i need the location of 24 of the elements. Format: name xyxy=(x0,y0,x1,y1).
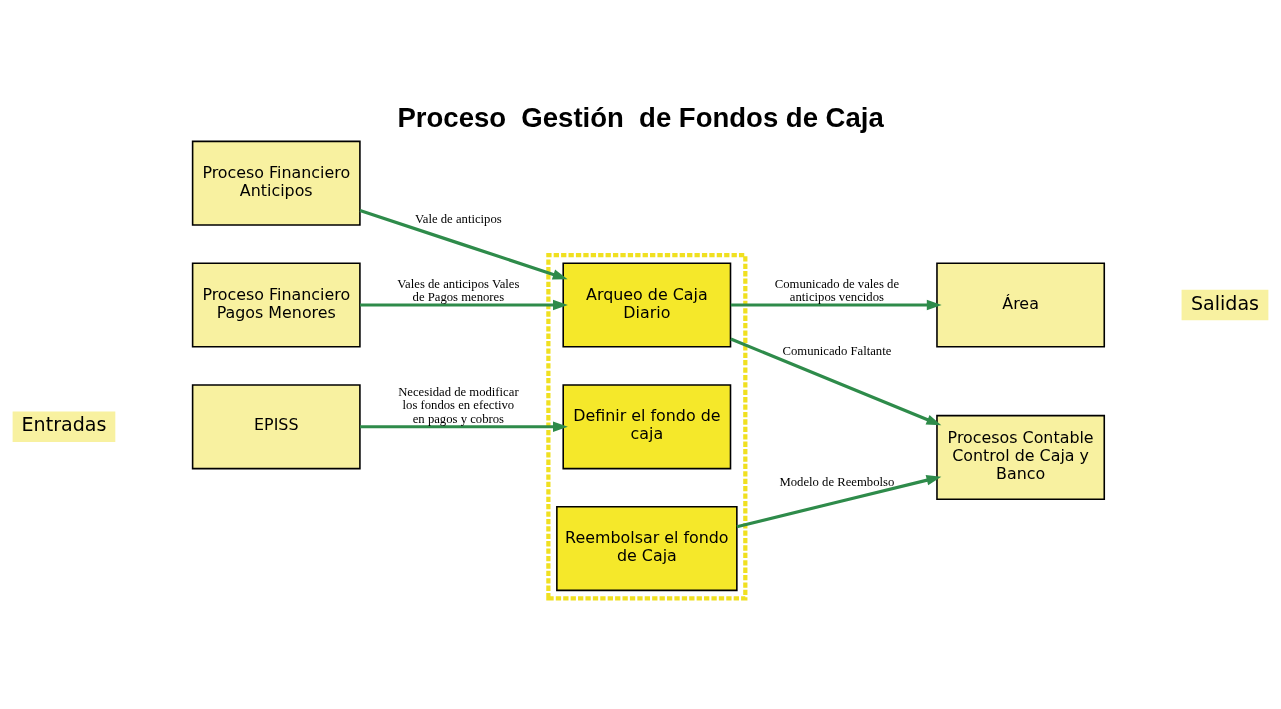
node-box: Procesos Contable Control de Caja y Banco xyxy=(936,414,1106,501)
node-box: EPISS xyxy=(191,384,361,470)
cluster xyxy=(546,253,748,601)
node-box: Proceso Financiero Anticipos xyxy=(191,140,361,226)
node-box: Proceso Financiero Pagos Menores xyxy=(191,262,361,348)
node-box: Definir el fondo de caja xyxy=(562,384,732,470)
label: Salidas xyxy=(1190,291,1259,314)
edge-label: Comunicado de vales de anticipos vencidos xyxy=(774,276,900,305)
edge-label: Vale de anticipos xyxy=(415,212,502,227)
arrow xyxy=(360,299,568,311)
node-box: Arqueo de Caja Diario xyxy=(562,262,732,348)
diagram-title: Proceso Gestión de Fondos de Caja xyxy=(397,102,884,134)
node-box: Área xyxy=(936,262,1106,348)
label: Entradas xyxy=(21,413,107,436)
arrow xyxy=(359,209,568,280)
arrow xyxy=(730,299,942,311)
edge-label: Vales de anticipos Vales de Pagos menores xyxy=(397,276,520,305)
edge-label: Modelo de Reembolso xyxy=(779,474,895,489)
node-box: Reembolsar el fondo de Caja xyxy=(556,505,738,592)
arrow xyxy=(730,337,942,426)
edge-label: Necesidad de modificar los fondos en efectivo en pagos y cobros xyxy=(398,384,519,427)
arrow xyxy=(360,421,568,432)
arrow xyxy=(736,475,942,529)
edge-label: Comunicado Faltante xyxy=(782,344,892,359)
